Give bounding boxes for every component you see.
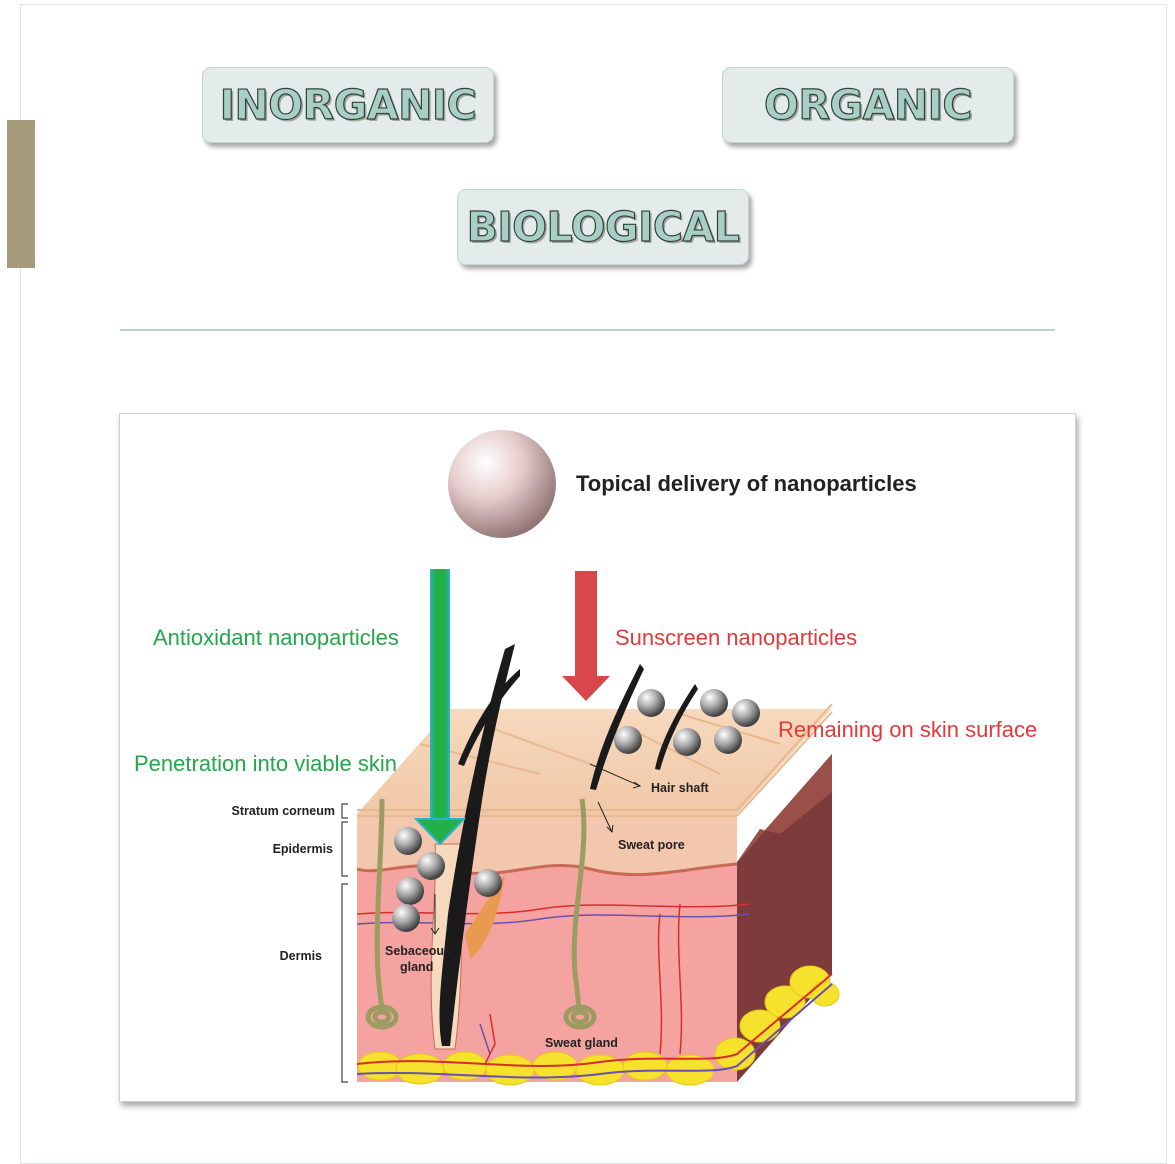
skin-diagram-figure: Topical delivery of nanoparticles xyxy=(119,413,1076,1102)
sunscreen-arrow xyxy=(562,571,610,701)
sweat-pore-label: Sweat pore xyxy=(618,838,685,852)
organic-chip: ORGANIC xyxy=(722,67,1014,143)
skin-surface xyxy=(357,709,832,814)
sweat-gland-label: Sweat gland xyxy=(545,1036,618,1050)
stratum-corneum-label: Stratum corneum xyxy=(232,804,336,818)
epidermis-label: Epidermis xyxy=(273,842,333,856)
biological-chip: BIOLOGICAL xyxy=(457,189,749,265)
layer-brackets xyxy=(342,804,348,1082)
dermis-label: Dermis xyxy=(280,949,322,963)
remaining-label: Remaining on skin surface xyxy=(778,717,1037,742)
nanoparticle-sphere xyxy=(448,430,556,538)
antioxidant-label: Antioxidant nanoparticles xyxy=(153,625,399,650)
sebaceous-label-line2: gland xyxy=(400,960,433,974)
penetration-label: Penetration into viable skin xyxy=(134,751,397,776)
inorganic-chip: INORGANIC xyxy=(202,67,494,143)
hair-shaft-label: Hair shaft xyxy=(651,781,709,795)
diagram-title: Topical delivery of nanoparticles xyxy=(576,471,917,496)
accent-bar xyxy=(7,120,35,268)
divider-line xyxy=(120,329,1055,331)
sunscreen-label: Sunscreen nanoparticles xyxy=(615,625,857,650)
sebaceous-label-line1: Sebaceous xyxy=(385,944,451,958)
skin-diagram: Topical delivery of nanoparticles xyxy=(120,414,1075,1101)
